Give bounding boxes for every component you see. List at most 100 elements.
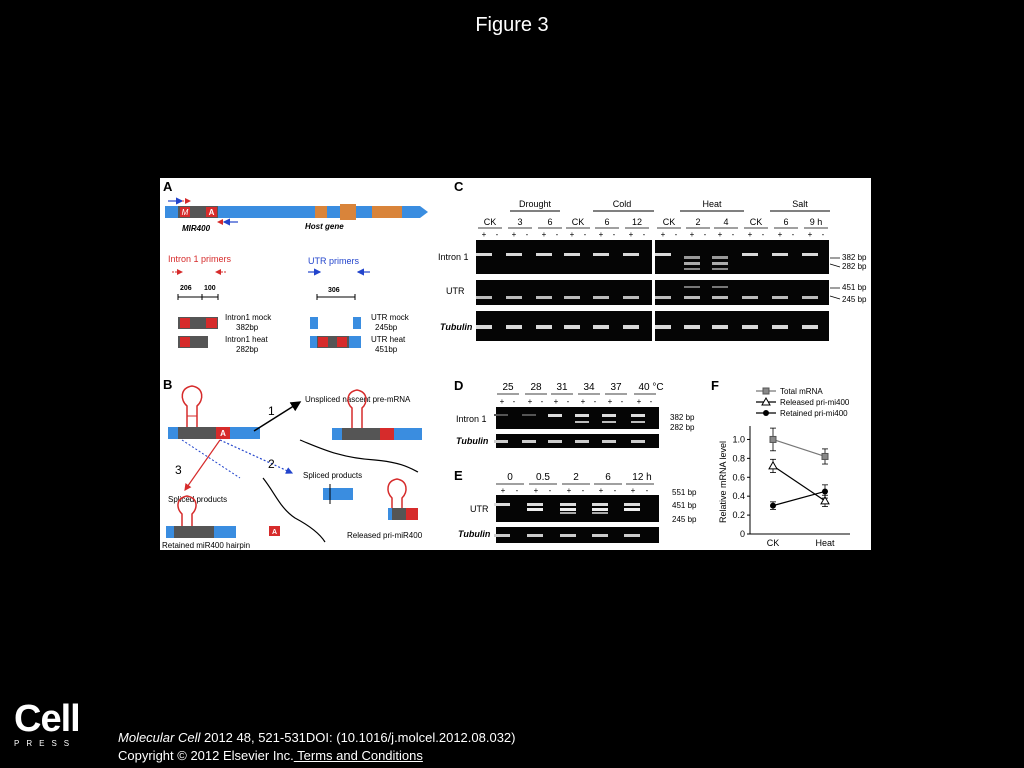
- host-exon-3: [372, 206, 402, 218]
- e-time-label: 6: [605, 472, 611, 483]
- e-size-451: 451 bp: [672, 501, 697, 510]
- f-x-tick-label: CK: [767, 538, 780, 548]
- panel-d: D 25+-28+-31+-34+-37+-40 °C+- Intron 1 T…: [454, 378, 695, 448]
- c-plus: +: [718, 230, 723, 239]
- gene-bar-arrowhead: [420, 206, 428, 218]
- b-released-a: [406, 508, 418, 520]
- d-minus: -: [541, 397, 544, 406]
- c-utr-band: [655, 296, 671, 299]
- c-utr-band: [712, 296, 728, 299]
- e-utr-band: [527, 503, 543, 506]
- c-lane-label: 12: [632, 217, 642, 227]
- e-row-utr: UTR: [470, 504, 489, 514]
- intron-primers-label: Intron 1 primers: [168, 254, 232, 264]
- cell-logo-press: PRESS: [14, 739, 77, 748]
- panel-a-letter: A: [163, 179, 173, 194]
- d-temp-label: 37: [610, 382, 622, 393]
- host-exon-1: [315, 206, 327, 218]
- c-group-label: Heat: [702, 199, 722, 209]
- utr-heat-a: [337, 337, 347, 347]
- c-row-utr: UTR: [446, 286, 465, 296]
- intron-heat-m: [180, 337, 190, 347]
- panel-b: B A 1 2 3 Unspliced nascent pre-mRNA Spl…: [162, 377, 423, 550]
- c-tubulin-band: [593, 325, 609, 329]
- e-tubulin-band: [494, 534, 510, 537]
- e-size-551: 551 bp: [672, 488, 697, 497]
- d-minus: -: [621, 397, 624, 406]
- c-group-label: Cold: [613, 199, 632, 209]
- b-step-3: 3: [175, 463, 182, 477]
- e-utr-band: [624, 503, 640, 506]
- d-plus: +: [528, 397, 533, 406]
- d-intron-band-spliced: [575, 421, 589, 423]
- e-utr-band: [592, 503, 608, 506]
- d-intron-band: [494, 414, 508, 416]
- c-intron-band-spliced: [712, 268, 728, 270]
- c-tubulin-band: [772, 325, 788, 329]
- c-intron-band: [476, 253, 492, 256]
- b-arrow-1: [253, 401, 302, 432]
- c-lane-label: 4: [723, 217, 728, 227]
- utr-mock-label: UTR mock: [371, 313, 410, 322]
- c-size-ticks: [829, 257, 841, 300]
- c-group-label: Drought: [519, 199, 552, 209]
- intron-scale-bar: [177, 294, 219, 300]
- a-box: [206, 207, 217, 217]
- m-mark: M: [182, 208, 189, 217]
- b-hairpin: [181, 385, 203, 427]
- panel-c-letter: C: [454, 179, 464, 194]
- d-temp-label: 40 °C: [638, 382, 663, 393]
- citation: Molecular Cell 2012 48, 521-531DOI: (10.…: [118, 729, 515, 747]
- c-minus: -: [613, 230, 616, 239]
- len-100: 100: [204, 285, 216, 292]
- e-plus: +: [534, 486, 539, 495]
- d-temp-label: 31: [556, 382, 568, 393]
- e-size-245: 245 bp: [672, 515, 697, 524]
- len-206: 206: [180, 285, 192, 292]
- f-marker-square: [762, 387, 770, 395]
- b-unspliced-intron: [342, 428, 390, 440]
- c-utr-band-unspliced: [684, 286, 700, 288]
- d-plus: +: [500, 397, 505, 406]
- c-lane-label: 6: [604, 217, 609, 227]
- b-unspliced-hairpin: [347, 389, 367, 428]
- e-gel-tubulin: [496, 527, 659, 543]
- e-plus: +: [501, 486, 506, 495]
- d-intron-band: [602, 414, 616, 417]
- c-gel-left: [476, 280, 652, 305]
- c-minus: -: [556, 230, 559, 239]
- d-size-282: 282 bp: [670, 423, 695, 432]
- e-tubulin-band: [624, 534, 640, 537]
- c-tubulin-band: [536, 325, 552, 329]
- panel-d-letter: D: [454, 378, 463, 393]
- c-size-245: 245 bp: [842, 295, 867, 304]
- e-time-labels: 0+-0.5+-2+-6+-12 h+-: [496, 472, 654, 495]
- intron-mock-a: [206, 318, 217, 328]
- f-marker-triangle: [761, 396, 771, 406]
- m-box: [180, 207, 190, 217]
- b-released-label: Released pri-miR400: [347, 531, 423, 540]
- f-y-tick-label: 0: [740, 529, 745, 539]
- c-utr-band: [593, 296, 609, 299]
- f-series: [768, 427, 830, 510]
- f-marker-circle: [770, 502, 776, 509]
- e-tubulin-band: [527, 534, 543, 537]
- c-group-label: Salt: [792, 199, 808, 209]
- c-lane-label: CK: [572, 217, 585, 227]
- c-utr-band: [564, 296, 580, 299]
- b-arrow-3: [184, 439, 221, 491]
- terms-link[interactable]: Terms and Conditions: [293, 748, 423, 763]
- f-marker-triangle: [768, 460, 778, 470]
- cell-logo-word: Cell: [14, 698, 81, 740]
- d-minus: -: [513, 397, 516, 406]
- figure-panel: A M A MIR400 Host gene Intron 1 primers …: [160, 178, 871, 550]
- d-row-tubulin: Tubulin: [456, 436, 489, 446]
- utr-mock-right: [353, 317, 361, 329]
- e-time-label: 0.5: [536, 472, 550, 483]
- c-size-282: 282 bp: [842, 262, 867, 271]
- c-intron-band: [772, 253, 788, 256]
- b-intron: [178, 427, 228, 439]
